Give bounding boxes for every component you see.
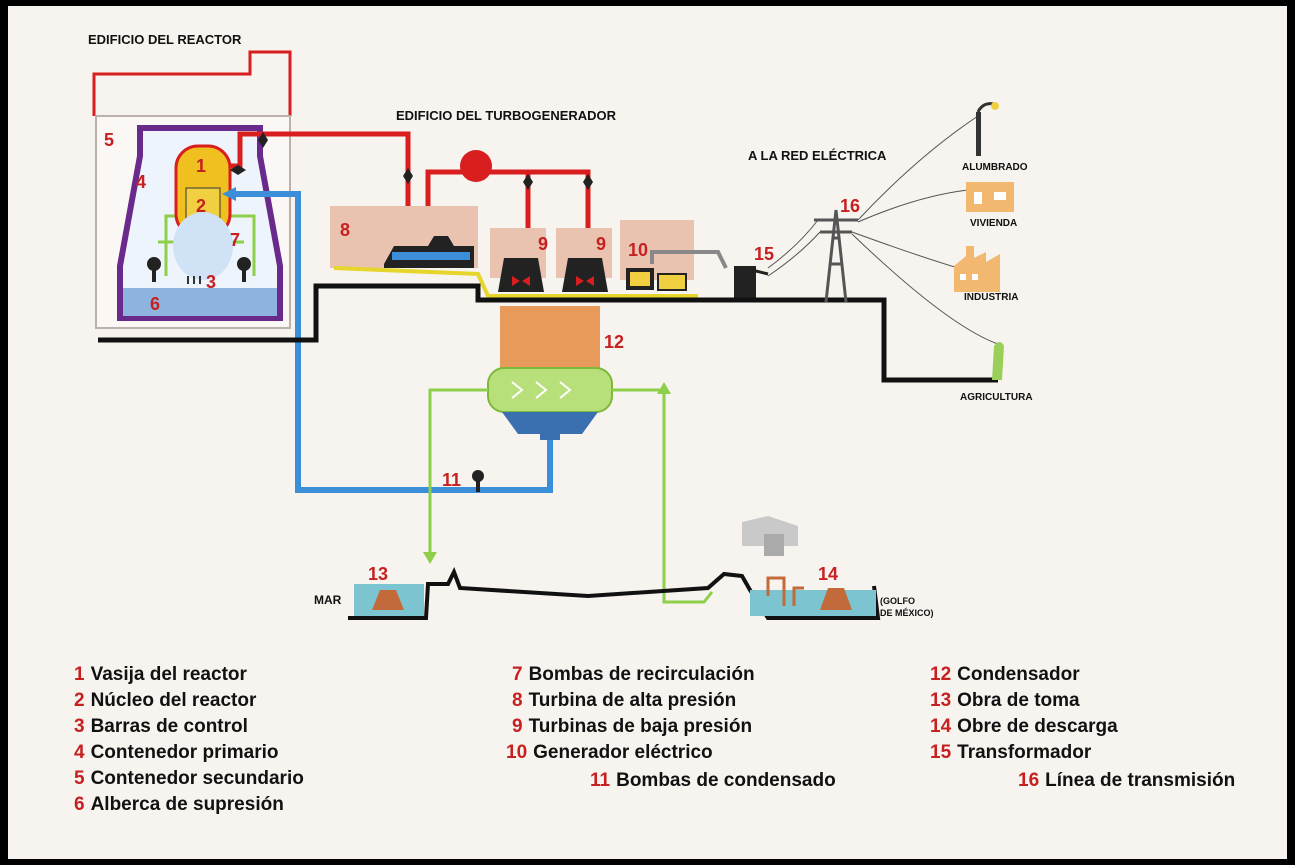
number-14: 14	[818, 564, 838, 584]
cooling-intake	[612, 388, 714, 604]
number-7: 7	[230, 230, 240, 250]
reactor-building-roof	[92, 50, 292, 116]
diagram-frame: EDIFICIO DEL REACTOR EDIFICIO DEL TURBOG…	[8, 6, 1287, 859]
suppression-pool	[123, 288, 277, 316]
feedwater-line	[230, 191, 553, 493]
housing-label: VIVIENDA	[970, 218, 1017, 229]
industry-label: INDUSTRIA	[964, 292, 1018, 303]
condensate-pump	[472, 470, 484, 482]
lighting-icon	[976, 102, 999, 156]
gulf-label-2: DE MÉXICO)	[880, 608, 934, 618]
valves	[230, 132, 593, 190]
number-15: 15	[754, 244, 774, 264]
number-5: 5	[104, 130, 114, 150]
recirc-pump-right	[237, 257, 251, 271]
control-rods	[187, 276, 201, 284]
transformer	[734, 266, 756, 298]
number-9a: 9	[538, 234, 548, 254]
vessel-lower	[173, 212, 233, 280]
reactor-building-label: EDIFICIO DEL REACTOR	[88, 32, 242, 47]
industry-icon	[954, 246, 1000, 292]
lighting-label: ALUMBRADO	[962, 162, 1028, 173]
lp-turbine-1	[498, 258, 544, 292]
number-1: 1	[196, 156, 206, 176]
number-11: 11	[442, 470, 461, 490]
condenser	[487, 367, 613, 413]
turbo-building-label: EDIFICIO DEL TURBOGENERADOR	[396, 108, 617, 123]
cooling-outlet	[428, 388, 488, 556]
nuclear-plant-diagram: EDIFICIO DEL REACTOR EDIFICIO DEL TURBOG…	[88, 32, 1033, 620]
number-16: 16	[840, 196, 860, 216]
number-13: 13	[368, 564, 388, 584]
condenser-shell	[500, 306, 600, 372]
number-8: 8	[340, 220, 350, 240]
number-6: 6	[150, 294, 160, 314]
number-10: 10	[628, 240, 648, 260]
intake-structure	[372, 590, 404, 610]
number-2: 2	[196, 196, 206, 216]
sea-label: MAR	[314, 593, 342, 607]
lp-turbine-2	[562, 258, 608, 292]
discharge-structure	[820, 588, 852, 610]
agriculture-label: AGRICULTURA	[960, 392, 1033, 403]
number-4: 4	[136, 172, 146, 192]
housing-icon	[966, 182, 1014, 212]
recirc-pump-left	[147, 257, 161, 271]
number-12: 12	[604, 332, 624, 352]
gulf-label-1: (GOLFO	[880, 596, 915, 606]
ground-line	[98, 283, 998, 383]
discharge-basin	[750, 590, 876, 616]
transmission-tower	[814, 209, 858, 303]
hotwell	[502, 412, 598, 434]
grid-label: A LA RED ELÉCTRICA	[748, 148, 887, 163]
number-9b: 9	[596, 234, 606, 254]
number-3: 3	[206, 272, 216, 292]
moisture-separator	[460, 150, 492, 182]
agriculture-icon	[992, 342, 1004, 380]
bus-duct	[650, 250, 728, 269]
power-lines	[767, 115, 999, 345]
